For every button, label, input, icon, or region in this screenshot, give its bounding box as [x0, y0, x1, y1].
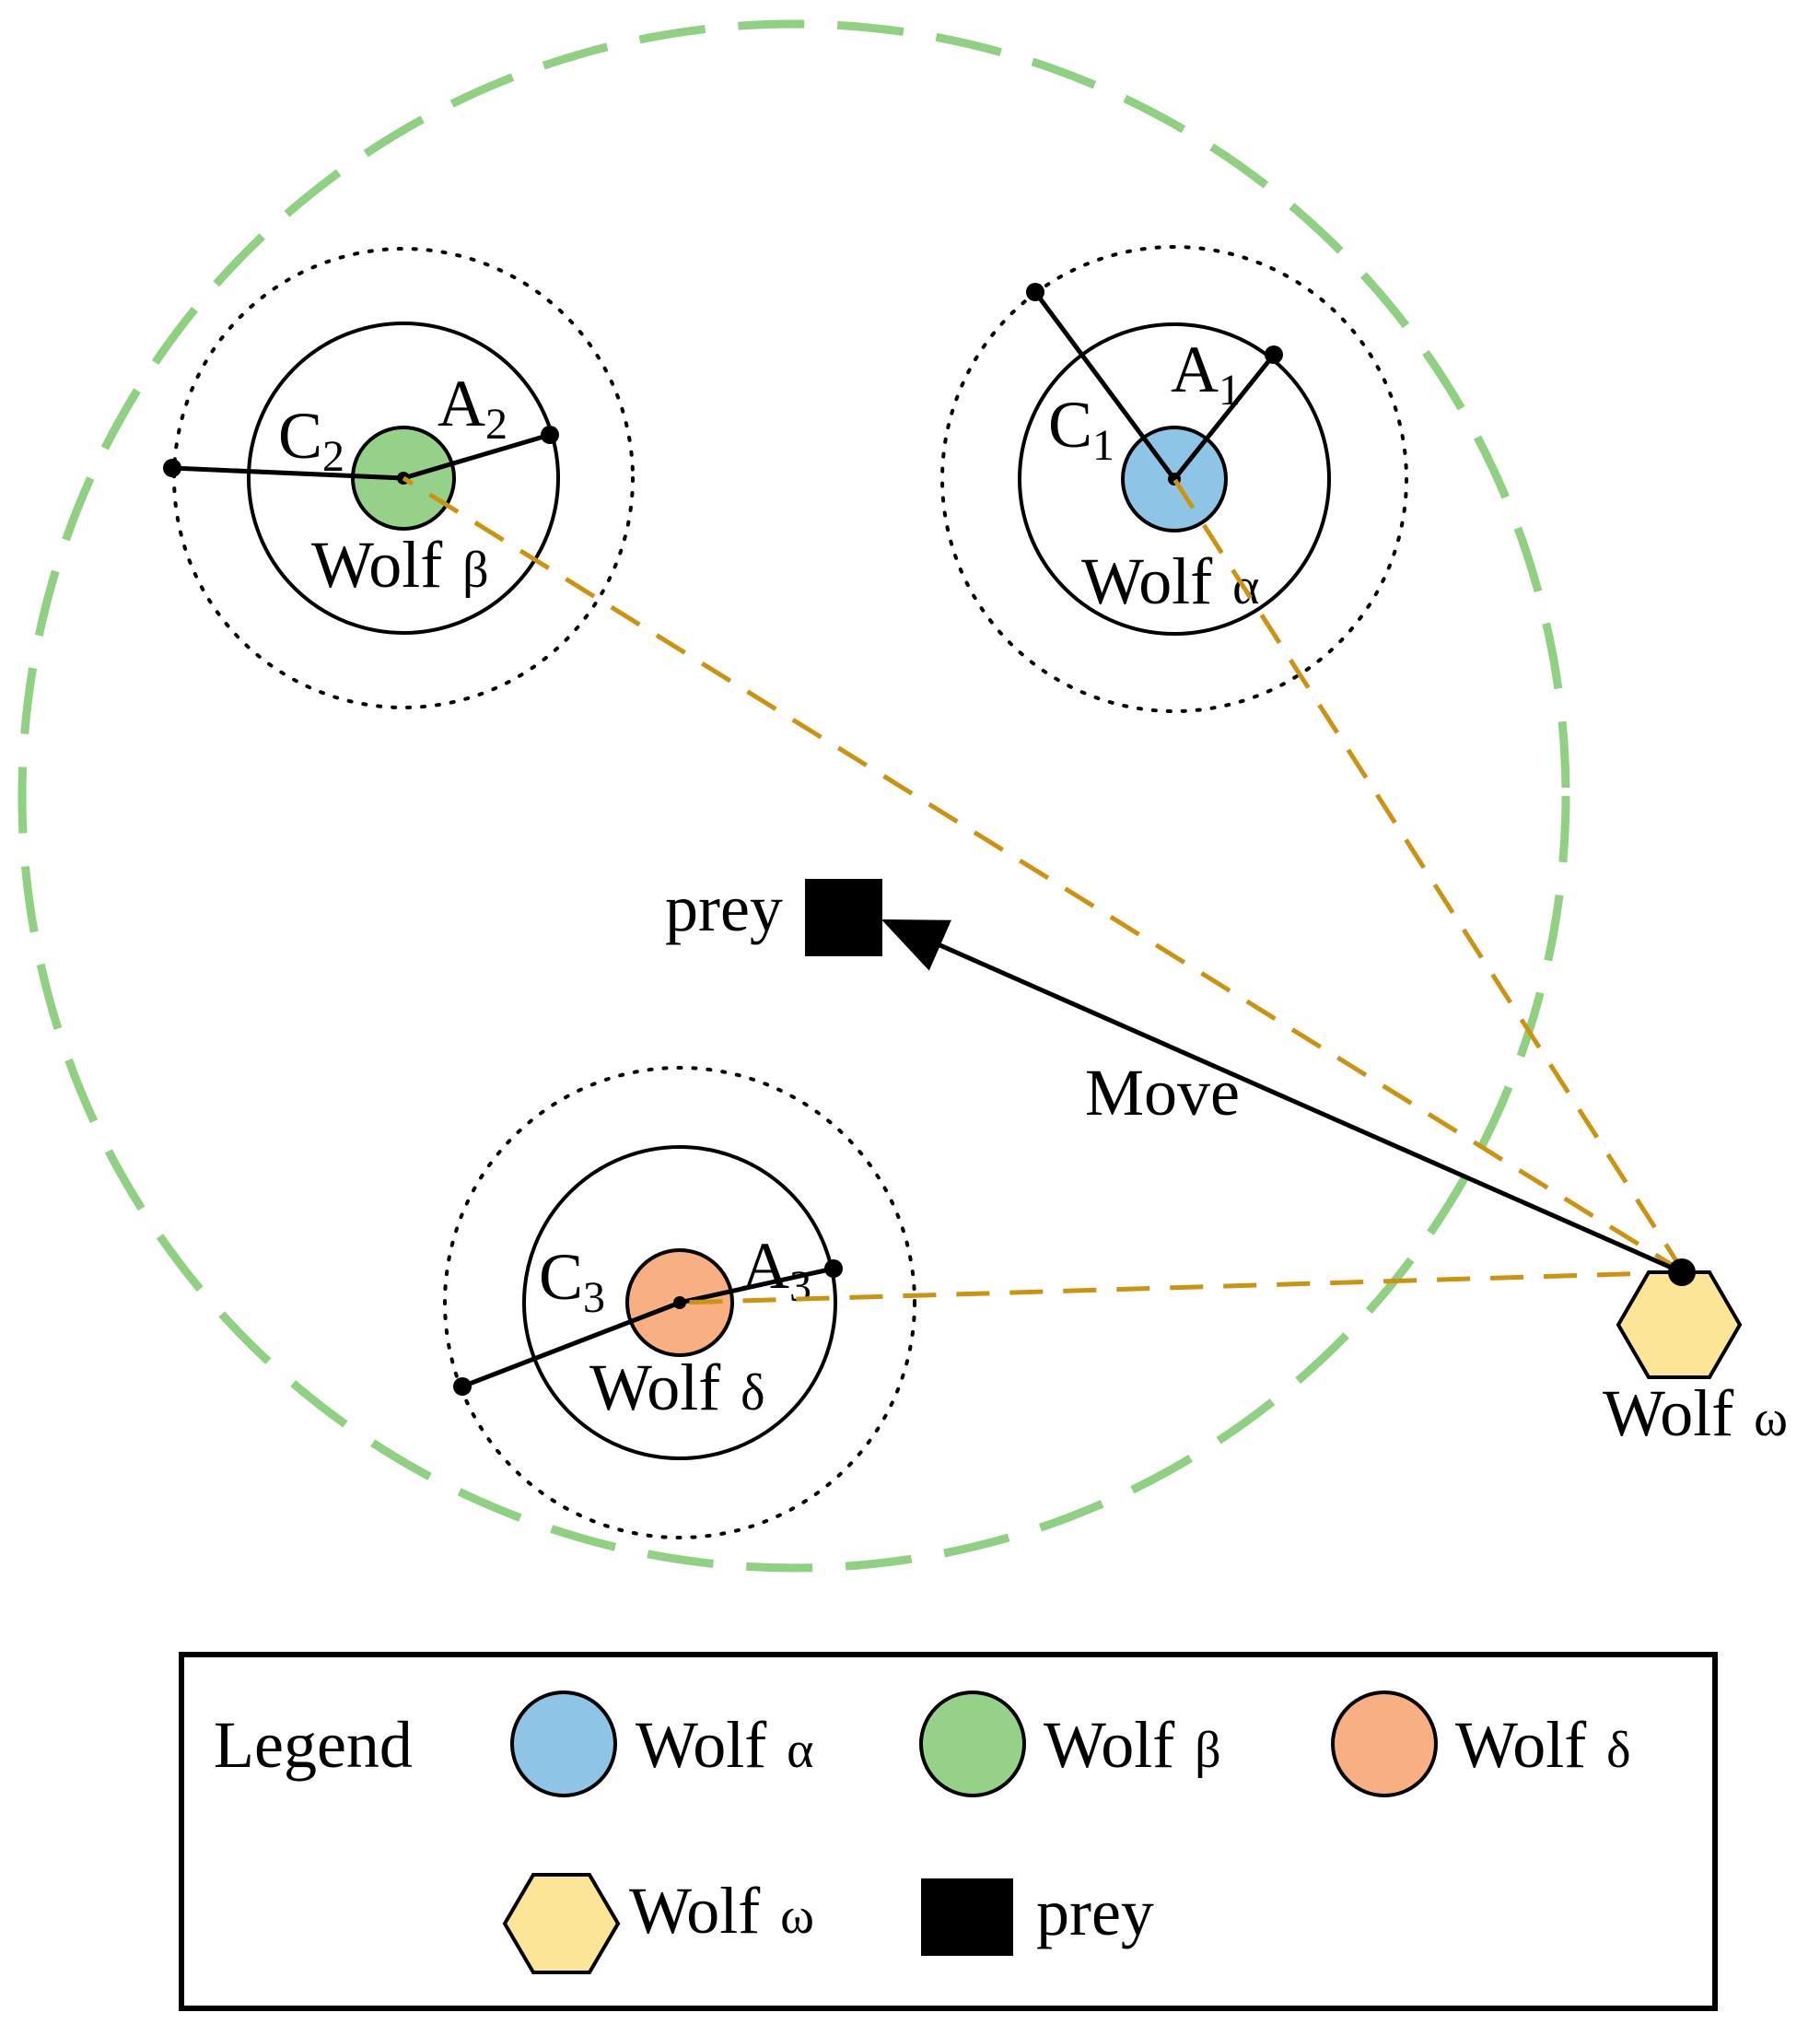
wolf-delta-c-vector: [461, 1300, 681, 1389]
prey-label: prey: [665, 872, 783, 945]
wolf-alpha-c-endpoint: [1026, 283, 1044, 301]
wolf-delta-a-endpoint: [824, 1259, 843, 1278]
wolf-omega-dot: [1668, 1258, 1696, 1286]
wolf-alpha-c-vector: [1032, 290, 1177, 481]
wolf-omega-hexagon: [1616, 1270, 1743, 1379]
wolf-delta-outer-dotted-circle: [443, 1066, 916, 1539]
wolf-delta-inner-circle: [522, 1145, 837, 1460]
move-arrow: [881, 918, 1684, 1275]
wolf-beta-c-endpoint: [163, 459, 181, 477]
wolf-alpha-a-endpoint: [1265, 345, 1283, 364]
legend-wolf-delta-icon: [1331, 1691, 1438, 1797]
label-c3: C3: [539, 1240, 605, 1322]
legend-prey-label: prey: [1036, 1876, 1154, 1949]
guide-line-omega-to-beta: [402, 475, 1686, 1275]
move-label: Move: [1085, 1056, 1240, 1129]
label-a1: A1: [1171, 333, 1241, 415]
label-c2: C2: [278, 399, 344, 481]
wolf-beta-outer-dotted-circle: [172, 247, 635, 709]
wolf-delta-center-dot: [673, 1296, 686, 1309]
legend-wolf-beta-icon: [919, 1691, 1026, 1797]
search-boundary-circle: [18, 19, 1570, 1573]
wolf-beta-inner-circle: [247, 322, 560, 635]
label-a3: A3: [741, 1229, 811, 1311]
wolf-alpha-outer-dotted-circle: [940, 245, 1408, 713]
label-c1: C1: [1048, 388, 1114, 470]
guide-line-omega-to-delta: [679, 1269, 1685, 1305]
wolf-beta-a-vector: [402, 432, 551, 481]
wolf-delta-a-vector: [679, 1266, 834, 1305]
wolf-beta-c-vector: [171, 465, 404, 481]
wolf-beta-a-endpoint: [541, 426, 559, 444]
legend-item-prey: prey: [921, 1876, 1154, 1956]
legend-wolf-alpha-icon: [510, 1691, 617, 1797]
wolf-alpha-a-vector: [1172, 353, 1276, 481]
label-a2: A2: [438, 367, 508, 449]
legend-prey-icon: [921, 1878, 1013, 1956]
legend-title: Legend: [214, 1708, 413, 1782]
guide-lines: [402, 475, 1686, 1305]
legend-wolf-omega-icon: [502, 1873, 621, 1974]
wolf-delta-c-endpoint: [453, 1377, 472, 1396]
prey-square: [805, 879, 882, 956]
wolf-alpha-inner-circle: [1018, 322, 1331, 636]
